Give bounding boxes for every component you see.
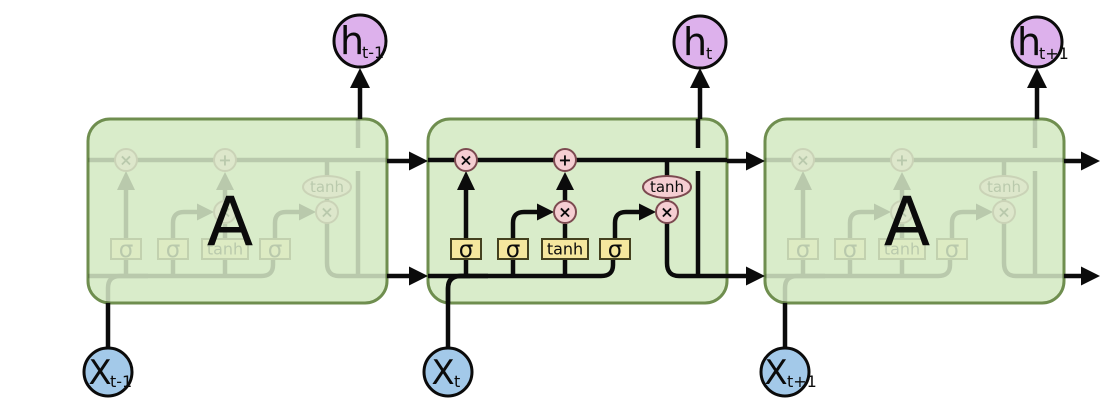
state-link-left-arrowhead <box>409 151 428 171</box>
x-prev-node <box>82 346 134 398</box>
x-input-wires <box>105 273 788 349</box>
h-prev-node <box>332 13 388 69</box>
h-curr-base: h <box>683 20 707 64</box>
hidden-exit-arrowhead <box>1081 266 1100 286</box>
state-link-right-arrowhead <box>746 151 765 171</box>
state-exit-arrowhead <box>1081 151 1100 171</box>
x-curr-node <box>422 346 474 398</box>
cell-a-label: A <box>207 183 254 262</box>
x-prev-base: X <box>88 353 111 393</box>
lstm-cell-prev: A <box>88 119 387 303</box>
h-next-subscript: t+1 <box>1039 44 1069 63</box>
x-next-subscript: t+1 <box>787 372 817 391</box>
h-prev-base: h <box>340 19 364 63</box>
h-next-arrowhead <box>1027 68 1047 88</box>
x-curr-base: X <box>431 353 454 393</box>
x-next-node <box>759 346 811 398</box>
chain-wires <box>387 151 1100 286</box>
h-curr-subscript: t <box>706 44 712 63</box>
x-next-base: X <box>764 353 787 393</box>
hidden-link-right-arrowhead <box>746 266 765 286</box>
hidden-link-left-arrowhead <box>409 266 428 286</box>
h-prev-arrowhead <box>350 68 370 88</box>
cell-a-label: A <box>884 183 931 262</box>
h-prev-subscript: t-1 <box>362 43 384 62</box>
h-curr-node <box>672 14 728 70</box>
x-curr-subscript: t <box>454 372 460 391</box>
lstm-cell-current <box>428 119 727 303</box>
lstm-cell-next: A <box>765 119 1064 303</box>
h-next-node <box>1010 15 1064 69</box>
x-input-nodes: X t-1 X t X t+1 <box>82 346 817 398</box>
x-curr-stem <box>445 273 470 349</box>
h-output-nodes: h t-1 h t h t+1 <box>332 13 1069 70</box>
h-curr-arrowhead <box>690 68 710 88</box>
h-output-wires <box>350 68 1047 119</box>
h-next-base: h <box>1017 20 1041 64</box>
x-prev-subscript: t-1 <box>110 372 132 391</box>
